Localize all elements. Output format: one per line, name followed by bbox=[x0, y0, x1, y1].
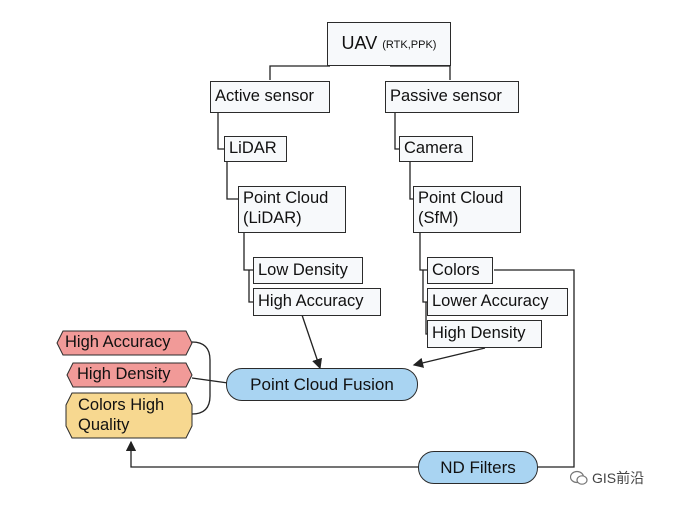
point-cloud-lidar-line1: Point Cloud bbox=[243, 189, 329, 207]
nd-filters-node: ND Filters bbox=[418, 451, 538, 484]
low-density-box: Low Density bbox=[253, 257, 363, 284]
result-colors-quality-line2: Quality bbox=[78, 415, 130, 434]
point-cloud-sfm-box: Point Cloud (SfM) bbox=[413, 186, 521, 233]
colors-box: Colors bbox=[427, 257, 493, 284]
point-cloud-lidar-box: Point Cloud (LiDAR) bbox=[238, 186, 346, 233]
high-accuracy-box: High Accuracy bbox=[253, 288, 381, 316]
result-high-accuracy: High Accuracy bbox=[65, 333, 171, 351]
colors-quality-hexagon bbox=[65, 392, 193, 439]
camera-box: Camera bbox=[399, 136, 473, 162]
watermark: GIS前沿 bbox=[570, 468, 644, 488]
watermark-text: GIS前沿 bbox=[592, 470, 645, 486]
point-cloud-lidar-line2: (LiDAR) bbox=[243, 208, 302, 227]
point-cloud-sfm-line1: Point Cloud bbox=[418, 189, 504, 207]
point-cloud-sfm-line2: (SfM) bbox=[418, 208, 459, 227]
lidar-box: LiDAR bbox=[224, 136, 287, 162]
uav-label: UAV bbox=[341, 33, 378, 54]
result-high-density: High Density bbox=[77, 365, 171, 383]
high-accuracy-hexagon bbox=[56, 330, 193, 356]
result-colors-quality-line1: Colors High bbox=[78, 396, 165, 414]
high-density-box: High Density bbox=[427, 320, 542, 348]
wechat-icon bbox=[570, 470, 588, 485]
point-cloud-fusion-node: Point Cloud Fusion bbox=[226, 368, 418, 401]
result-colors-quality: Colors High Quality bbox=[78, 396, 164, 436]
uav-sublabel: (RTK,PPK) bbox=[382, 38, 437, 51]
high-density-hexagon bbox=[66, 362, 193, 388]
active-sensor-box: Active sensor bbox=[210, 81, 330, 113]
lower-accuracy-box: Lower Accuracy bbox=[427, 288, 568, 316]
passive-sensor-box: Passive sensor bbox=[385, 81, 519, 113]
uav-box: UAV (RTK,PPK) bbox=[327, 22, 451, 66]
